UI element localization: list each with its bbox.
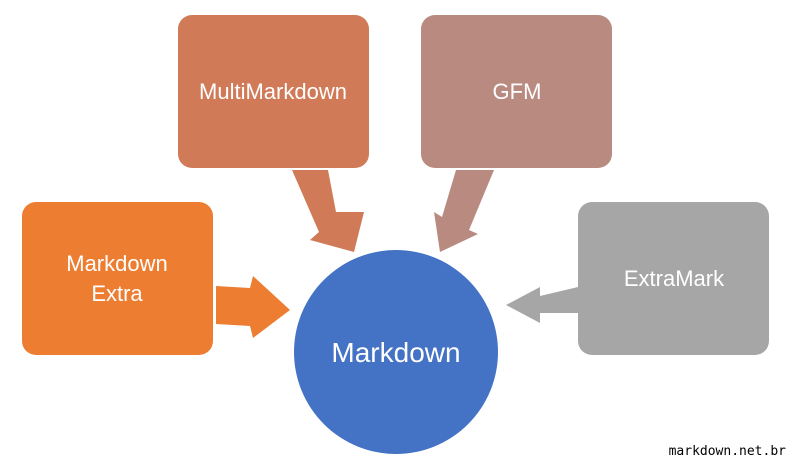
arrow-markdown-extra [216, 276, 290, 338]
node-gfm [421, 15, 612, 168]
node-multimarkdown [178, 15, 369, 168]
arrow-multimarkdown [292, 170, 364, 252]
node-markdown-extra-label-line2: Extra [91, 281, 143, 306]
node-extramark-label: ExtraMark [624, 266, 725, 291]
node-gfm-label: GFM [493, 79, 542, 104]
node-markdown-extra-label-line1: Markdown [66, 251, 167, 276]
node-markdown-center [294, 250, 498, 454]
node-markdown-center-label: Markdown [331, 337, 460, 368]
node-multimarkdown-label: MultiMarkdown [199, 79, 347, 104]
arrow-extramark [506, 287, 578, 323]
site-credit: markdown.net.br [668, 444, 786, 459]
node-extramark [578, 202, 769, 355]
arrow-gfm [434, 170, 494, 252]
node-markdown-extra [22, 202, 213, 355]
